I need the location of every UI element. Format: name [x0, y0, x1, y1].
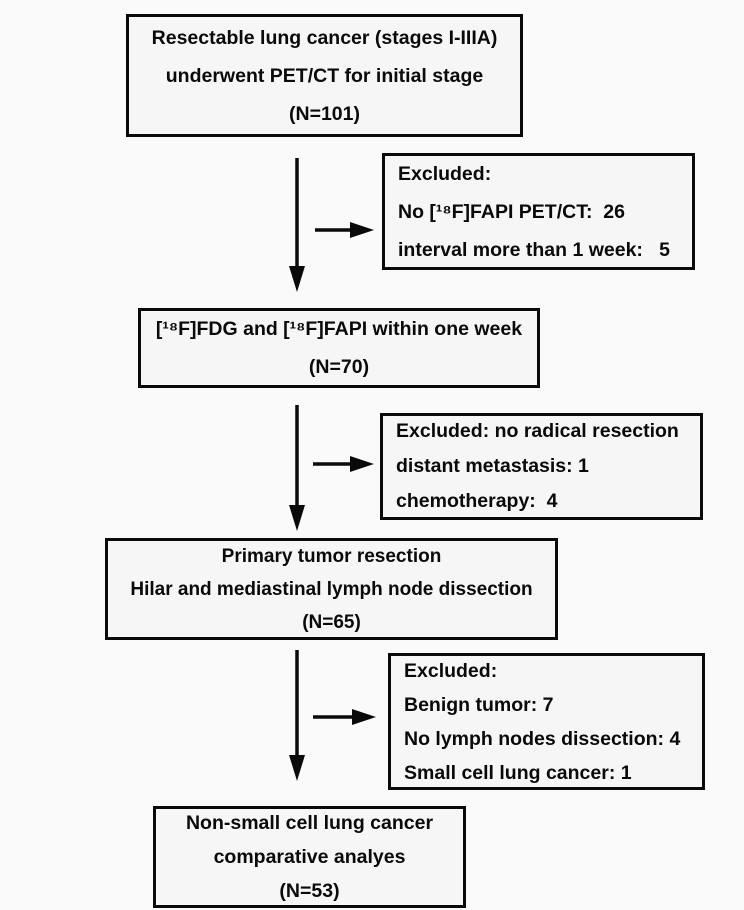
text-line: [¹⁸F]FDG and [¹⁸F]FAPI within one week — [155, 318, 523, 340]
text-line: distant metastasis: 1 — [396, 455, 589, 477]
box-excluded-2: Excluded: no radical resection distant m… — [380, 413, 703, 520]
box-dual-tracer-cohort: [¹⁸F]FDG and [¹⁸F]FAPI within one week (… — [138, 308, 540, 388]
box-excluded-3: Excluded: Benign tumor: 7 No lymph nodes… — [388, 653, 705, 790]
text-line: Primary tumor resection — [221, 545, 442, 567]
text-line: interval more than 1 week: 5 — [398, 238, 671, 261]
text-line: No [¹⁸F]FAPI PET/CT: 26 — [398, 200, 625, 223]
text-line: Excluded: — [398, 162, 492, 185]
arrow-to-excluded-2 — [313, 456, 374, 472]
text-line: (N=101) — [289, 102, 360, 125]
box-surgery-cohort: Primary tumor resection Hilar and medias… — [105, 538, 558, 640]
arrow-stage2-to-stage3 — [289, 405, 305, 531]
text-line: Benign tumor: 7 — [404, 693, 554, 716]
arrow-stage3-to-stage4 — [289, 650, 305, 781]
text-line: (N=53) — [279, 880, 340, 902]
text-line: Hilar and mediastinal lymph node dissect… — [130, 578, 533, 600]
box-excluded-1: Excluded: No [¹⁸F]FAPI PET/CT: 26 interv… — [382, 153, 695, 270]
text-line: chemotherapy: 4 — [396, 490, 558, 512]
text-line: (N=70) — [308, 356, 370, 378]
text-line: Excluded: no radical resection — [396, 420, 679, 442]
arrow-stage1-to-stage2 — [289, 158, 305, 292]
arrow-to-excluded-1 — [315, 222, 374, 238]
box-initial-population: Resectable lung cancer (stages I-IIIA) u… — [126, 14, 523, 137]
arrow-to-excluded-3 — [313, 709, 376, 725]
text-line: underwent PET/CT for initial stage — [165, 64, 484, 87]
text-line: comparative analyes — [213, 846, 406, 868]
text-line: Small cell lung cancer: 1 — [404, 761, 632, 784]
box-final-analysis-cohort: Non-small cell lung cancer comparative a… — [153, 806, 466, 908]
text-line: Resectable lung cancer (stages I-IIIA) — [151, 26, 498, 49]
text-line: (N=65) — [302, 611, 361, 633]
text-line: Non-small cell lung cancer — [185, 812, 434, 834]
text-line: Excluded: — [404, 659, 498, 682]
text-line: No lymph nodes dissection: 4 — [404, 727, 681, 750]
